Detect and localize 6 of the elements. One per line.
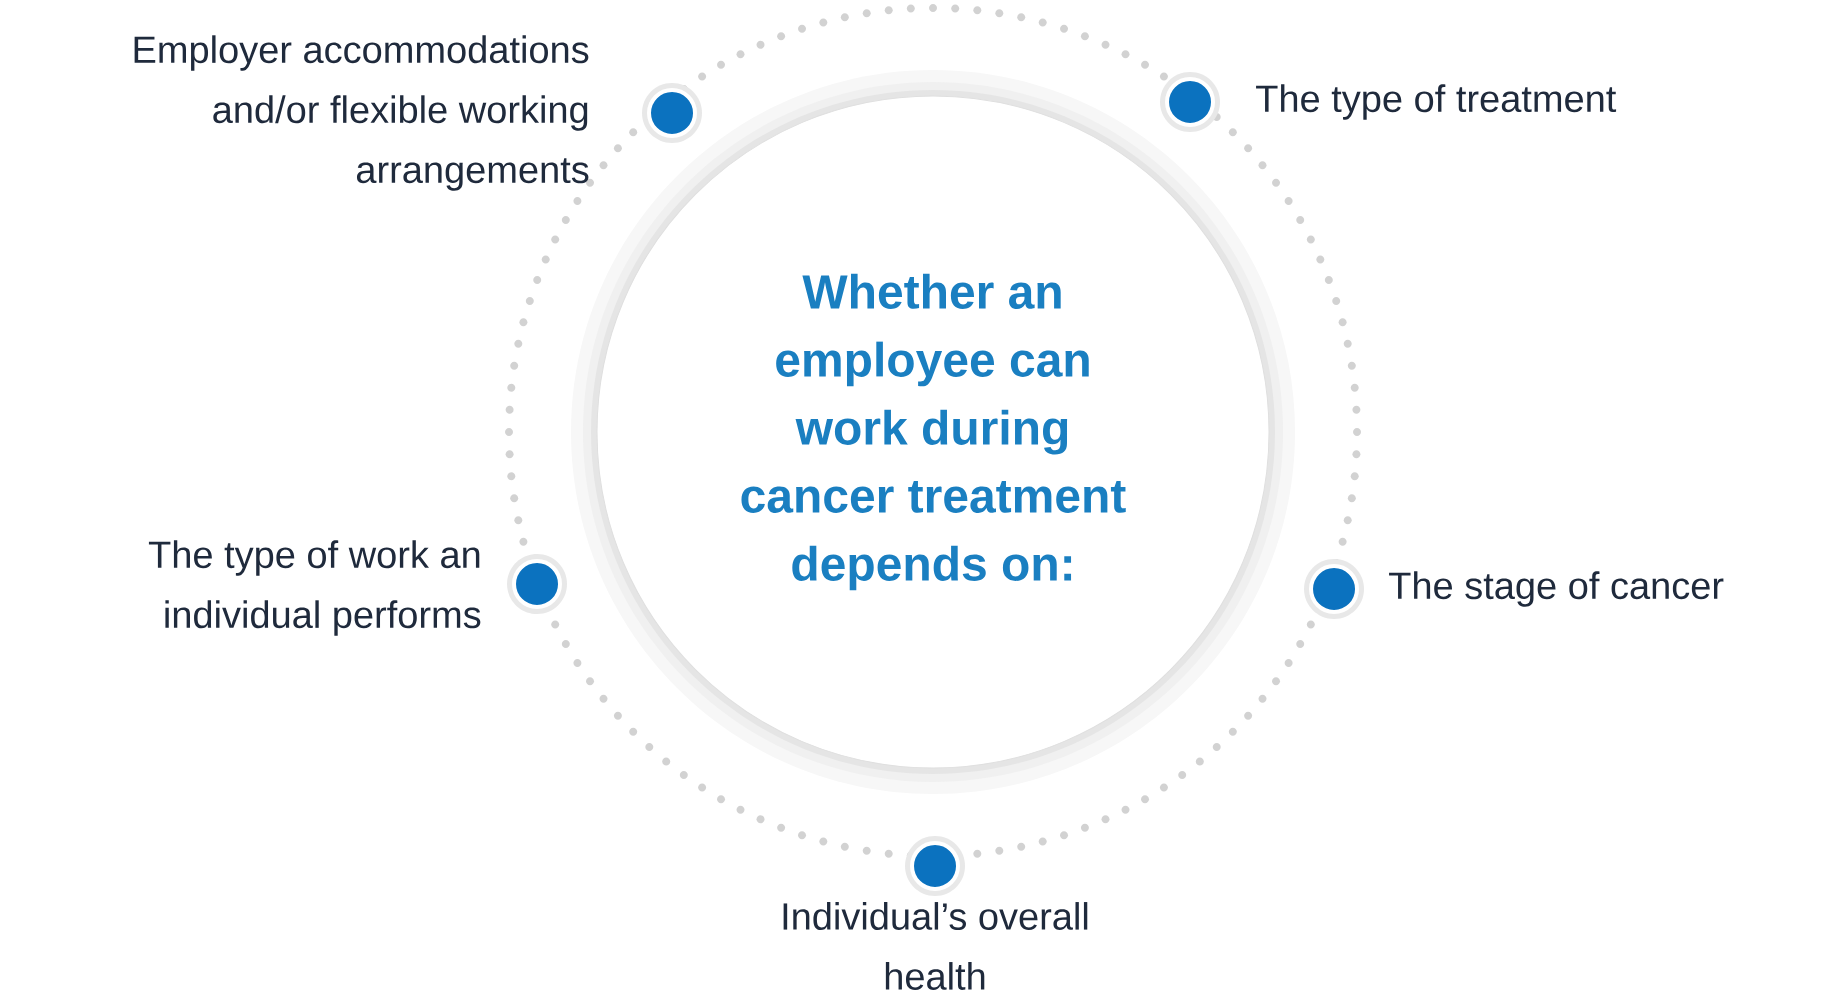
factor-label: The type of treatment (1256, 84, 1617, 120)
factor-label: The type of work an individual performs (148, 540, 481, 636)
center-text: Whether an employee can work during cancer treatment depends on: (741, 273, 1126, 591)
factor-label: The stage of cancer (1389, 571, 1724, 607)
factor-label: Employer accommodations and/or flexible working arrangements (134, 35, 589, 191)
factor-label: Individual’s overall health (783, 902, 1088, 990)
